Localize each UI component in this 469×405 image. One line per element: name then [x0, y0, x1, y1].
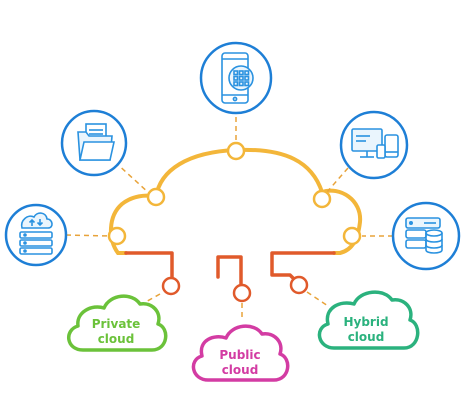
connector-hybrid	[270, 251, 336, 285]
public-cloud-label-line2: cloud	[222, 363, 259, 377]
junction-node	[161, 276, 181, 296]
mobile-phone-app-icon	[221, 52, 254, 104]
junction-node	[312, 189, 332, 209]
junction-node	[226, 141, 246, 161]
private-cloud: Private cloud	[67, 294, 168, 352]
mobile-phone-app-node	[199, 41, 273, 115]
connector-private	[124, 251, 174, 285]
desktop-tablet-devices-node	[339, 110, 409, 180]
private-cloud-shape	[67, 294, 168, 352]
server-upload-download-icon	[19, 212, 53, 255]
junction-nodes	[107, 141, 362, 303]
dashed-spokes	[65, 117, 393, 318]
hybrid-cloud-label-line2: cloud	[348, 330, 385, 344]
hybrid-cloud-label-line1: Hybrid	[343, 315, 388, 329]
hybrid-cloud: Hybrid cloud	[317, 290, 420, 350]
connector-public	[216, 255, 243, 290]
public-cloud-label-line1: Public	[219, 348, 260, 362]
junction-node	[107, 226, 127, 246]
folder-documents-node	[60, 109, 128, 177]
server-database-icon	[405, 217, 443, 254]
folder-documents-icon	[77, 123, 115, 161]
junction-node	[146, 187, 166, 207]
junction-node	[232, 283, 252, 303]
service-nodes	[4, 41, 461, 271]
server-upload-download-node	[4, 203, 68, 267]
private-cloud-label-line1: Private	[92, 317, 141, 331]
junction-node	[342, 226, 362, 246]
junction-node	[289, 275, 309, 295]
connector-lines	[124, 251, 336, 290]
public-cloud-shape	[191, 324, 290, 382]
hybrid-cloud-shape	[317, 290, 420, 350]
desktop-tablet-devices-icon	[351, 128, 399, 159]
server-database-node	[391, 201, 461, 271]
public-cloud: Public cloud	[191, 324, 290, 382]
private-cloud-label-line2: cloud	[98, 332, 135, 346]
